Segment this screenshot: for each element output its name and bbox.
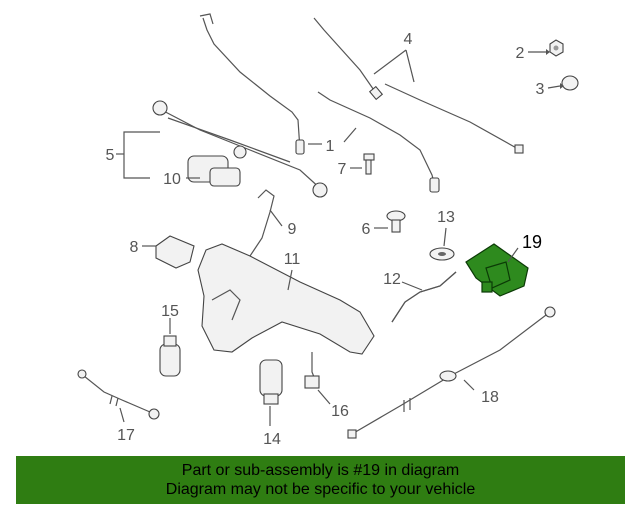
banner-line-2: Diagram may not be specific to your vehi… xyxy=(165,481,476,498)
seal-13 xyxy=(429,247,455,261)
pump-15 xyxy=(159,335,181,377)
cover-8 xyxy=(155,235,195,269)
callout-11: 11 xyxy=(284,251,301,268)
callout-12: 12 xyxy=(383,271,401,288)
callout-16: 16 xyxy=(331,403,349,420)
info-banner: Part or sub-assembly is #19 in diagram D… xyxy=(16,456,625,504)
highlighted-part-19 xyxy=(465,243,529,297)
callout-17: 17 xyxy=(117,427,135,444)
callout-7: 7 xyxy=(338,161,347,178)
hose-18 xyxy=(347,306,556,439)
callout-3: 3 xyxy=(536,81,545,98)
wiper-blade-lower xyxy=(384,83,524,154)
filler-hose xyxy=(391,271,457,323)
callout-13: 13 xyxy=(437,209,455,226)
callout-15: 15 xyxy=(161,303,179,320)
clip-6 xyxy=(386,210,406,233)
wiper-linkage xyxy=(152,100,328,198)
hose-17 xyxy=(77,369,160,420)
callout-2: 2 xyxy=(516,45,525,62)
callout-9: 9 xyxy=(288,221,297,238)
washer-reservoir xyxy=(197,243,375,355)
bolt-7 xyxy=(363,153,375,175)
callout-10: 10 xyxy=(163,171,181,188)
leader-lines xyxy=(116,49,564,426)
nut-2 xyxy=(549,39,564,57)
banner-line-1: Part or sub-assembly is #19 in diagram xyxy=(181,462,460,479)
wiper-arm-left xyxy=(199,13,305,155)
callout-14: 14 xyxy=(263,431,281,448)
parts-diagram: 1 2 3 4 5 6 7 8 9 10 11 12 13 14 15 16 1… xyxy=(77,13,579,448)
callout-4: 4 xyxy=(404,31,413,48)
callout-5: 5 xyxy=(106,147,115,164)
callout-18: 18 xyxy=(481,389,499,406)
pump-14 xyxy=(259,359,283,405)
wiper-blade-upper xyxy=(313,17,384,101)
callout-8: 8 xyxy=(130,239,139,256)
callout-6: 6 xyxy=(362,221,371,238)
wiper-motor xyxy=(187,155,241,187)
callout-1: 1 xyxy=(326,138,335,155)
cap-3 xyxy=(561,75,579,91)
wiper-arm-right xyxy=(317,91,440,193)
bracket-9 xyxy=(249,189,275,257)
callout-19: 19 xyxy=(522,232,542,252)
sensor-16 xyxy=(304,352,320,389)
